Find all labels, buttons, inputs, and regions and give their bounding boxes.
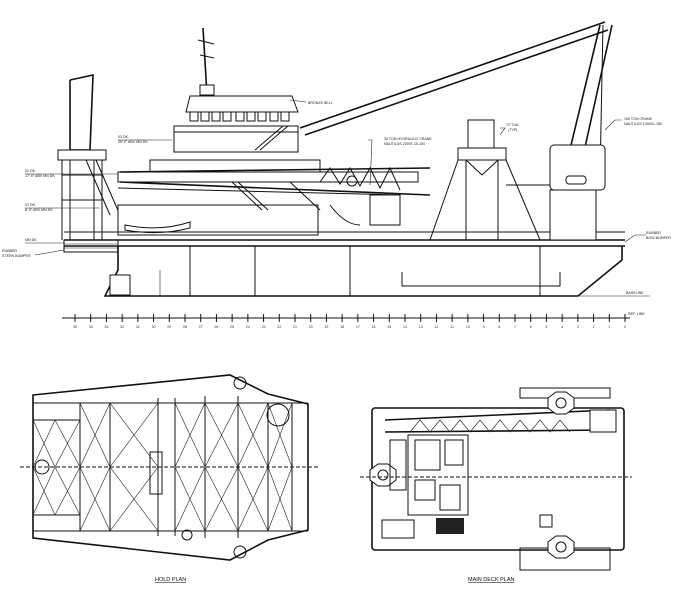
frame-number: 34 bbox=[89, 325, 93, 329]
bronze-bell-label: BRONZE BELL bbox=[308, 101, 333, 105]
frame-number: 25 bbox=[230, 325, 234, 329]
stern-leg-tower bbox=[57, 149, 121, 253]
profile-view: BRONZE BELL 03 DK. 25'-0" ABV MN DK 02 D… bbox=[2, 21, 671, 329]
deck03-label: 03 DK. bbox=[118, 135, 129, 139]
leg-diameter-label-2: (TYP) bbox=[508, 128, 517, 132]
frame-number: 4 bbox=[561, 325, 563, 329]
superstructure bbox=[117, 95, 419, 236]
frame-number: 28 bbox=[183, 325, 187, 329]
frame-number: 10 bbox=[466, 325, 470, 329]
profile-labels: BRONZE BELL 03 DK. 25'-0" ABV MN DK 02 D… bbox=[2, 101, 671, 316]
frame-number: 24 bbox=[246, 325, 250, 329]
frame-number: 16 bbox=[372, 325, 376, 329]
mast bbox=[197, 27, 215, 96]
frame-number: 13 bbox=[419, 325, 423, 329]
frame-number: 19 bbox=[324, 325, 328, 329]
frame-number: 0 bbox=[624, 325, 626, 329]
callout-leaders bbox=[25, 99, 650, 297]
hold-plan: HOLD PLAN bbox=[20, 374, 318, 583]
frame-number: 33 bbox=[104, 325, 108, 329]
stern-bumper-label-2: STERN BUMPER bbox=[2, 254, 31, 258]
main-deck-rail bbox=[64, 231, 625, 247]
frame-number: 21 bbox=[293, 325, 297, 329]
hull bbox=[103, 246, 623, 297]
deck01-height: 8'-0" ABV MN DK bbox=[25, 208, 53, 212]
big-crane-label-1: 150 TON CRANE bbox=[624, 117, 653, 121]
frame-number: 1 bbox=[608, 325, 610, 329]
frame-number: 29 bbox=[167, 325, 171, 329]
baseline-label: BASELINE bbox=[626, 291, 644, 295]
bow-bumper-label-1: RUBBER bbox=[646, 231, 661, 235]
frame-number: 22 bbox=[277, 325, 281, 329]
frame-number: 18 bbox=[340, 325, 344, 329]
hold-plan-title: HOLD PLAN bbox=[155, 577, 186, 583]
leg-diameter-label-1: 72" DIA bbox=[506, 123, 519, 127]
small-crane-30-ton bbox=[119, 166, 431, 226]
frame-number: 20 bbox=[309, 325, 313, 329]
stern-bumper-label-1: RUBBER bbox=[2, 249, 17, 253]
bow-bumper-label-2: BOW BUMPER bbox=[646, 236, 671, 240]
deck03-height: 25'-0" ABV MN DK bbox=[118, 140, 148, 144]
crane-boom-plan bbox=[384, 409, 617, 433]
frame-number: 35 bbox=[73, 325, 77, 329]
small-crane-plan bbox=[436, 518, 464, 534]
frame-number: 3 bbox=[577, 325, 579, 329]
frame-number: 5 bbox=[545, 325, 547, 329]
deck02-label: 02 DK. bbox=[25, 169, 36, 173]
frame-number: 26 bbox=[214, 325, 218, 329]
deck02-height: 17'-0" ABV MN DK bbox=[25, 174, 55, 178]
frame-number: 9 bbox=[483, 325, 485, 329]
frame-number: 8 bbox=[498, 325, 500, 329]
frame-number: 2 bbox=[593, 325, 595, 329]
ref-line-label: REF. LINE bbox=[628, 312, 645, 316]
small-crane-label-2: NAUTILUS 2000T-15-100 bbox=[384, 142, 425, 146]
main-deck-label: MN DK. bbox=[25, 238, 38, 242]
stern-stack bbox=[69, 73, 94, 151]
deck01-label: 01 DK. bbox=[25, 203, 36, 207]
small-crane-label-1: 30 TON HYDRAULIC CRANE bbox=[384, 137, 432, 141]
deckhouse-plan bbox=[389, 434, 469, 516]
frame-number: 15 bbox=[387, 325, 391, 329]
frame-number: 17 bbox=[356, 325, 360, 329]
frame-number: 6 bbox=[530, 325, 532, 329]
frame-number: 14 bbox=[403, 325, 407, 329]
frame-number: 27 bbox=[199, 325, 203, 329]
bow-leg-tower bbox=[429, 119, 541, 241]
frame-number: 7 bbox=[514, 325, 516, 329]
main-deck-plan: MAIN DECK PLAN bbox=[360, 387, 632, 583]
wheelhouse-windows bbox=[189, 111, 290, 122]
big-crane-150-ton bbox=[299, 21, 613, 241]
frame-number: 31 bbox=[136, 325, 140, 329]
frame-number: 11 bbox=[450, 325, 454, 329]
big-crane-label-2: NAUTILUS 14000L-180 bbox=[624, 122, 662, 126]
main-deck-plan-title: MAIN DECK PLAN bbox=[468, 577, 514, 583]
frame-number: 12 bbox=[434, 325, 438, 329]
frame-number: 23 bbox=[262, 325, 266, 329]
frame-number: 30 bbox=[152, 325, 156, 329]
frame-number: 32 bbox=[120, 325, 124, 329]
